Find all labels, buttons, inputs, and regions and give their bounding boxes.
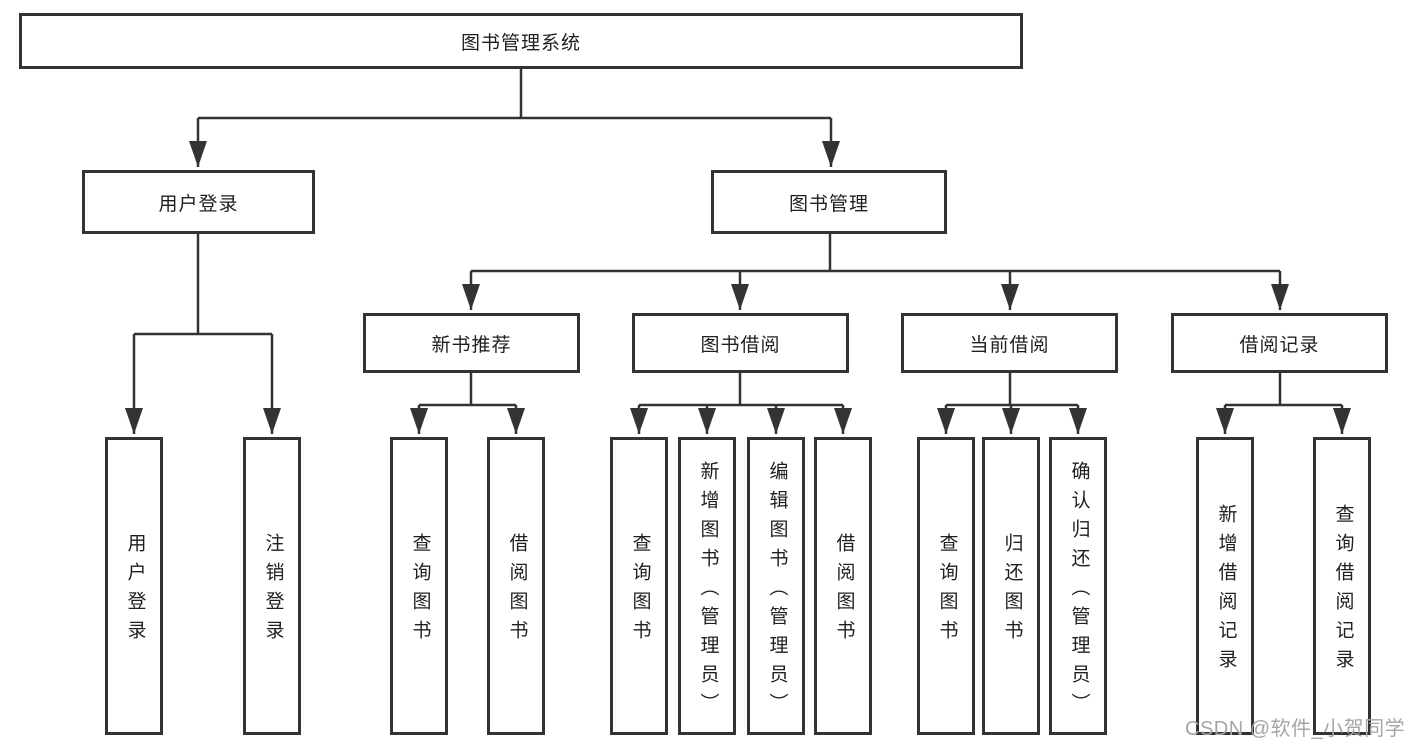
node-label: 借阅图书 [833, 533, 855, 649]
leaf-records-query-borrow-record: 查询借阅记录 [1313, 437, 1371, 735]
leaf-records-add-borrow-record: 新增借阅记录 [1196, 437, 1254, 735]
node-borrowing-records: 借阅记录 [1171, 313, 1388, 373]
node-label: 借阅记录 [1239, 334, 1320, 356]
node-book-management-module: 图书管理 [711, 170, 947, 234]
node-label: 查询图书 [936, 533, 958, 649]
node-label: 借阅图书 [506, 533, 528, 649]
leaf-current-confirm-return-admin: 确认归还（管理员） [1049, 437, 1107, 735]
node-label: 查询图书 [409, 533, 431, 649]
node-current-borrowing: 当前借阅 [901, 313, 1118, 373]
node-label: 新书推荐 [431, 334, 512, 356]
node-label: 编辑图书（管理员） [766, 460, 788, 722]
leaf-current-query-books: 查询图书 [917, 437, 975, 735]
leaf-logout: 注销登录 [243, 437, 301, 735]
node-label: 注销登录 [262, 533, 284, 649]
leaf-borrowing-query-books: 查询图书 [610, 437, 668, 735]
node-new-book-recommend: 新书推荐 [363, 313, 580, 373]
node-label: 当前借阅 [969, 334, 1050, 356]
node-label: 确认归还（管理员） [1068, 460, 1090, 722]
node-label: 新增图书（管理员） [697, 460, 719, 722]
node-label: 新增借阅记录 [1215, 504, 1237, 678]
node-book-borrowing: 图书借阅 [632, 313, 849, 373]
node-label: 用户登录 [124, 533, 146, 649]
leaf-recommend-borrow-books: 借阅图书 [487, 437, 545, 735]
node-label: 查询借阅记录 [1332, 504, 1354, 678]
leaf-current-return-books: 归还图书 [982, 437, 1040, 735]
node-label: 归还图书 [1001, 533, 1023, 649]
node-root-library-system: 图书管理系统 [19, 13, 1023, 69]
node-user-login-module: 用户登录 [82, 170, 315, 234]
node-label: 图书借阅 [700, 334, 781, 356]
leaf-borrowing-edit-books-admin: 编辑图书（管理员） [747, 437, 805, 735]
csdn-watermark: CSDN @软件_小贺同学 [1185, 718, 1405, 740]
leaf-borrowing-add-books-admin: 新增图书（管理员） [678, 437, 736, 735]
node-label: 查询图书 [629, 533, 651, 649]
node-label: 用户登录 [158, 193, 239, 215]
leaf-recommend-query-books: 查询图书 [390, 437, 448, 735]
node-label: 图书管理 [788, 193, 869, 215]
leaf-user-login: 用户登录 [105, 437, 163, 735]
leaf-borrowing-borrow-books: 借阅图书 [814, 437, 872, 735]
node-label: 图书管理系统 [460, 32, 581, 54]
